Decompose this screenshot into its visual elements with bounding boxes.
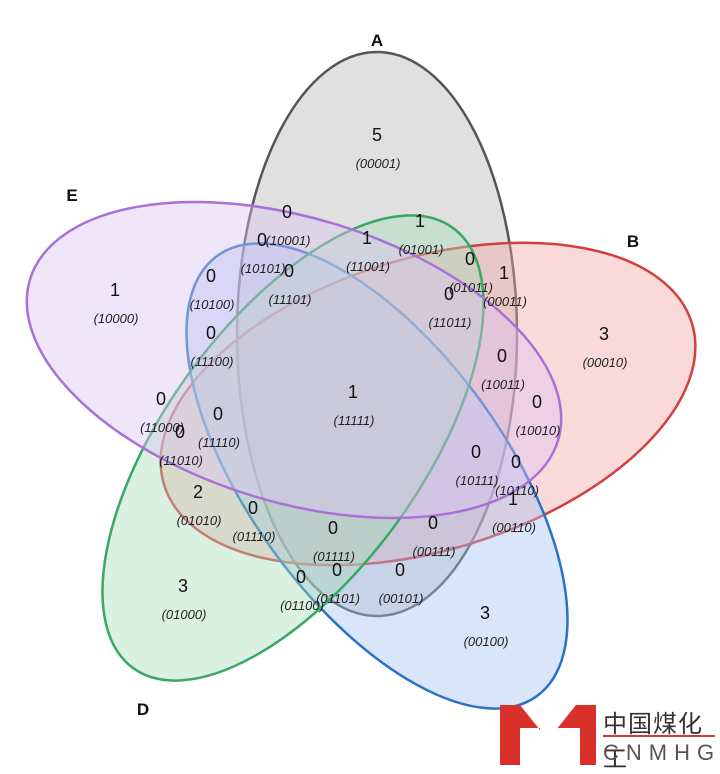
- region-code: (01110): [233, 529, 276, 544]
- region-count: 1: [348, 382, 358, 402]
- region-count: 0: [206, 266, 216, 286]
- region-count: 0: [284, 261, 294, 281]
- region-code: (00101): [379, 591, 424, 606]
- set-c-ellipse: [185, 242, 569, 710]
- region-code: (01010): [177, 513, 222, 528]
- region-count: 3: [599, 324, 609, 344]
- set-e-ellipse: [25, 200, 563, 520]
- region-code: (01111): [313, 549, 355, 564]
- region-code: (11100): [191, 354, 234, 369]
- region-count: 0: [332, 560, 342, 580]
- set-a-label: A: [371, 31, 383, 50]
- region-code: (10110): [495, 483, 539, 498]
- region-count: 0: [156, 389, 166, 409]
- region-count: 0: [175, 422, 185, 442]
- region-count: 2: [193, 482, 203, 502]
- region-count: 0: [296, 567, 306, 587]
- logo-divider: [603, 735, 715, 737]
- region-count: 1: [499, 263, 509, 283]
- region-count: 1: [415, 211, 425, 231]
- region-count: 0: [248, 498, 258, 518]
- region-code: (10000): [94, 311, 139, 326]
- region-code: (00111): [413, 544, 456, 559]
- region-count: 0: [395, 560, 405, 580]
- region-count: 1: [508, 489, 518, 509]
- region-code: (00010): [583, 355, 628, 370]
- region-code: (00110): [492, 520, 536, 535]
- region-code: (11111): [334, 413, 375, 428]
- set-d-ellipse: [101, 214, 485, 682]
- region-count: 5: [372, 125, 382, 145]
- logo-mark: [500, 705, 596, 765]
- region-code: (01011): [449, 280, 493, 295]
- set-e-label: E: [66, 186, 77, 205]
- region-count: 0: [257, 230, 267, 250]
- region-count: 0: [282, 202, 292, 222]
- region-count: 0: [328, 518, 338, 538]
- region-count: 0: [497, 346, 507, 366]
- set-d-label: D: [137, 700, 149, 719]
- region-code: (10001): [266, 233, 311, 248]
- region-code: (01100): [280, 598, 324, 613]
- region-code: (10010): [516, 423, 561, 438]
- region-code: (11110): [198, 435, 240, 450]
- region-code: (00011): [483, 294, 527, 309]
- region-count: 0: [213, 404, 223, 424]
- region-code: (01101): [316, 591, 360, 606]
- region-code: (01001): [399, 242, 444, 257]
- region-count: 3: [178, 576, 188, 596]
- region-code: (10111): [456, 473, 499, 488]
- region-count: 0: [532, 392, 542, 412]
- region-count: 0: [444, 284, 454, 304]
- region-code: (11000): [140, 420, 184, 435]
- region-code: (11101): [269, 292, 312, 307]
- region-code: (11011): [429, 315, 472, 330]
- set-b-label: B: [627, 232, 639, 251]
- region-count: 0: [465, 249, 475, 269]
- region-count: 0: [428, 513, 438, 533]
- logo-english-text: CNMHG: [603, 740, 720, 765]
- logo-chinese-text: 中国煤化工: [603, 711, 703, 773]
- set-b-ellipse: [159, 241, 697, 567]
- region-count: 1: [362, 228, 372, 248]
- region-code: (10100): [190, 297, 235, 312]
- region-code: (00001): [356, 156, 401, 171]
- region-code: (10101): [241, 261, 286, 276]
- region-code: (10011): [481, 377, 525, 392]
- region-code: (11001): [346, 259, 390, 274]
- region-count: 0: [471, 442, 481, 462]
- region-code: (11010): [159, 453, 203, 468]
- region-code: (00100): [464, 634, 509, 649]
- region-count: 0: [511, 452, 521, 472]
- region-count: 0: [206, 323, 216, 343]
- region-count: 3: [480, 603, 490, 623]
- set-a-ellipse: [235, 50, 519, 618]
- region-count: 1: [110, 280, 120, 300]
- region-code: (01000): [162, 607, 207, 622]
